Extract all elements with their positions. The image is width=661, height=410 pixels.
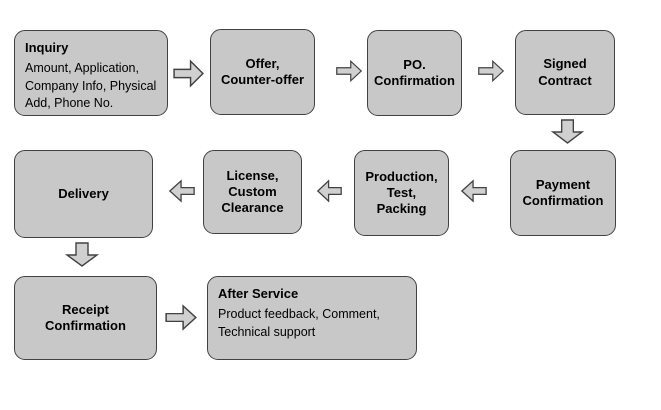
node-body-text: Product feedback, Comment, Technical sup… [218,307,380,339]
node-title: Production, Test, Packing [365,168,438,217]
arrow-right-icon [172,57,205,90]
flow-node-receipt-confirmation: Receipt Confirmation [14,276,157,360]
arrow-right-icon [335,58,363,84]
node-title: Signed Contract [538,56,592,88]
node-title: License, Custom Clearance [221,167,284,216]
node-title: PO. Confirmation [374,56,455,88]
arrow-left-icon [460,178,488,204]
node-title: Inquiry [25,40,69,55]
flow-node-after-service: After Service Product feedback, Comment,… [207,276,417,360]
flow-node-po-confirmation: PO. Confirmation [367,30,462,116]
flow-node-delivery: Delivery [14,150,153,238]
arrow-down-icon [550,119,585,144]
flow-node-offer-counter-offer: Offer, Counter-offer [210,29,315,115]
node-title: Receipt Confirmation [45,301,126,333]
node-body-text: Amount, Application, Company Info, Physi… [25,61,157,110]
flow-node-production-test-packing: Production, Test, Packing [354,150,449,236]
arrow-left-icon [168,178,196,204]
node-title: After Service [218,286,299,301]
node-title: Offer, Counter-offer [220,55,305,87]
arrow-down-icon [64,242,100,267]
arrow-right-icon [164,302,198,333]
flow-node-inquiry: Inquiry Amount, Application, Company Inf… [14,30,168,116]
flow-node-payment-confirmation: Payment Confirmation [510,150,616,236]
arrow-right-icon [477,58,505,84]
node-title: Payment Confirmation [522,176,604,208]
flow-node-license-custom-clearance: License, Custom Clearance [203,150,302,234]
arrow-left-icon [316,178,343,204]
node-title: Delivery [58,185,109,201]
flow-node-signed-contract: Signed Contract [515,30,615,115]
